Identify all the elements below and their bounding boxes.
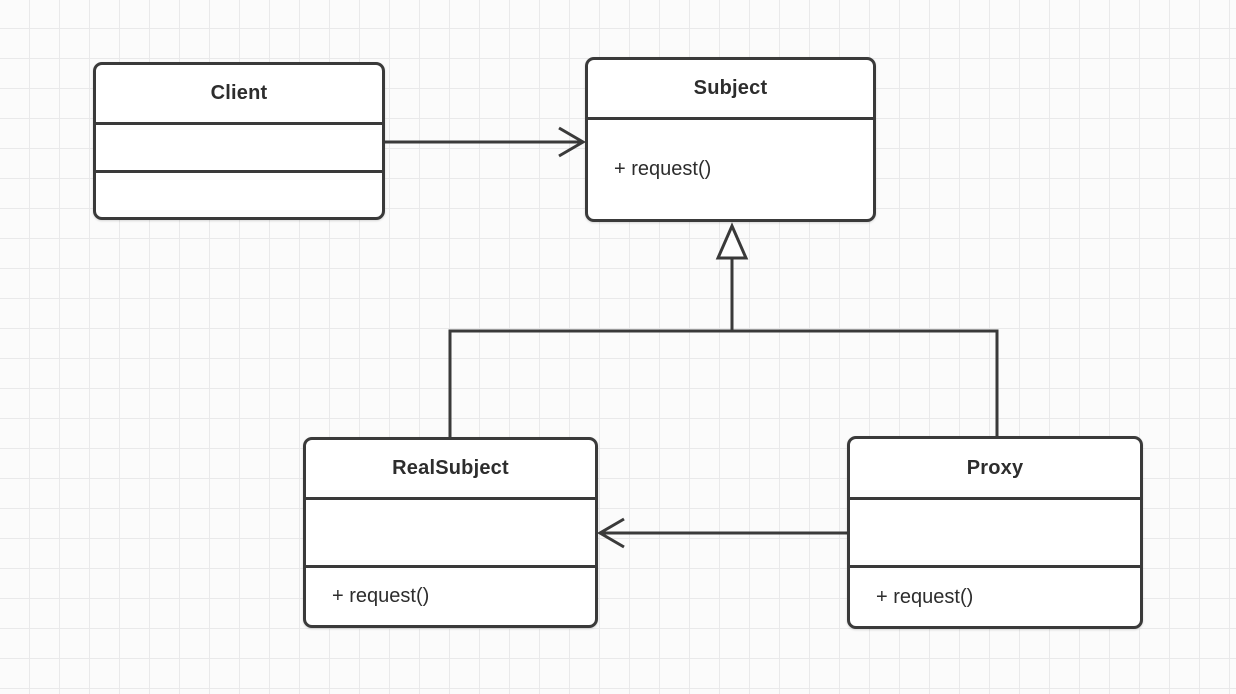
hollow-triangle-icon: [715, 222, 749, 260]
class-client[interactable]: Client: [93, 62, 385, 220]
class-realsubject-methods-compartment: + request(): [306, 565, 595, 625]
edge-generalization-to-subject[interactable]: [448, 222, 999, 437]
class-client-methods-compartment: [96, 170, 382, 217]
class-proxy[interactable]: Proxy + request(): [847, 436, 1143, 629]
class-client-title: Client: [210, 82, 268, 104]
class-proxy-title: Proxy: [966, 456, 1024, 479]
class-client-attributes-compartment: [96, 122, 382, 170]
edge-association-proxy-realsubject[interactable]: [597, 517, 847, 549]
class-proxy-methods-compartment: + request(): [850, 565, 1140, 626]
class-subject-title: Subject: [693, 77, 768, 99]
edge-line[interactable]: [448, 329, 999, 437]
class-realsubject[interactable]: RealSubject + request(): [303, 437, 598, 628]
edge-association-client-subject[interactable]: [385, 126, 586, 158]
class-proxy-attributes-compartment: [850, 497, 1140, 565]
class-realsubject-title: RealSubject: [392, 457, 509, 479]
open-arrowhead-icon: [558, 126, 586, 158]
class-subject[interactable]: Subject + request(): [585, 57, 876, 222]
class-realsubject-attributes-compartment: [306, 497, 595, 565]
open-arrowhead-icon: [597, 517, 625, 549]
class-subject-methods-compartment: + request(): [588, 117, 873, 219]
